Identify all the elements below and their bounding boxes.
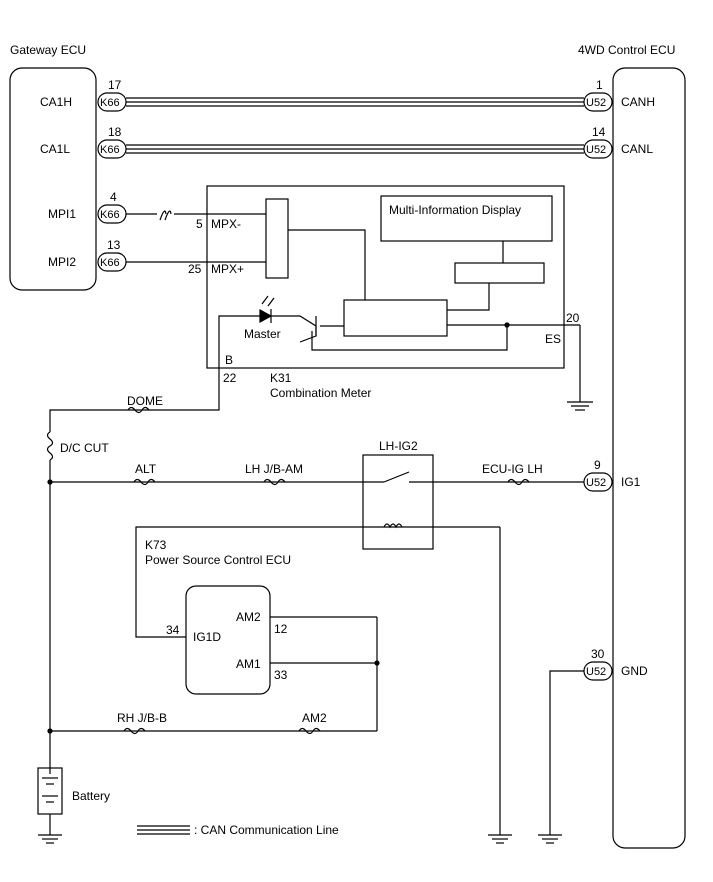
conn-gnd: U52 <box>586 666 606 678</box>
pin-canh-num: 1 <box>596 78 603 92</box>
pin-canh-name: CANH <box>621 95 655 109</box>
multi-info-display-box <box>380 195 553 242</box>
connector-u52-canl <box>583 139 613 159</box>
master-label: Master <box>244 327 281 341</box>
battery-box <box>37 767 63 815</box>
ig1d-label: IG1D <box>193 630 221 644</box>
conn-ca1h: K66 <box>100 97 120 109</box>
es-label: ES <box>545 332 561 346</box>
can-line-h <box>126 97 584 107</box>
pin-ig1-num: 9 <box>594 458 601 472</box>
am2-fuse-label: AM2 <box>302 711 327 725</box>
am2-pin-num: 12 <box>274 622 288 636</box>
lh-jb-am-label: LH J/B-AM <box>245 462 303 476</box>
b-num: 22 <box>223 371 237 385</box>
alt-fuse <box>133 478 156 486</box>
connector-u52-gnd <box>583 661 613 681</box>
rh-jb-b-label: RH J/B-B <box>117 711 167 725</box>
pin-mpi1-name: MPI1 <box>48 207 76 221</box>
am1-pin-num: 33 <box>274 668 288 682</box>
dc-cut-fuse <box>46 431 54 461</box>
gateway-ecu-label: Gateway ECU <box>10 43 86 57</box>
conn-ca1l: K66 <box>100 144 120 156</box>
power-ecu-code: K73 <box>145 538 167 552</box>
conn-canl: U52 <box>586 144 606 156</box>
meter-name: Combination Meter <box>270 386 371 400</box>
meter-code: K31 <box>270 371 292 385</box>
battery-label: Battery <box>72 789 110 803</box>
dome-fuse <box>127 406 150 414</box>
lh-jb-am-fuse <box>263 478 286 486</box>
meter-block-main <box>343 299 448 337</box>
connector-k66-mpi1 <box>97 204 127 224</box>
connector-u52-canh <box>583 92 613 112</box>
conn-canh: U52 <box>586 97 606 109</box>
lh-ig2-label: LH-IG2 <box>379 439 418 453</box>
dome-fuse-label: DOME <box>127 394 163 408</box>
am2-fuse <box>298 727 321 735</box>
am1-pin-label: AM1 <box>236 657 261 671</box>
lh-ig2-relay <box>362 454 434 550</box>
meter-block-small <box>454 262 545 284</box>
ecu-ig-lh-fuse <box>507 478 530 486</box>
pin-mpi2-name: MPI2 <box>48 255 76 269</box>
pin-mpi1-num: 4 <box>110 190 117 204</box>
gateway-ecu-body <box>9 67 97 291</box>
can-line-l <box>126 144 584 154</box>
pin-ca1l-num: 18 <box>108 125 122 139</box>
master-led <box>259 308 273 324</box>
ecu-ig-lh-label: ECU-IG LH <box>482 462 543 476</box>
legend-text: : CAN Communication Line <box>194 823 339 837</box>
power-ecu-name: Power Source Control ECU <box>145 553 291 567</box>
conn-ig1: U52 <box>586 477 606 489</box>
mpx-block <box>265 198 289 279</box>
combination-meter-box <box>206 185 565 369</box>
dc-cut-label: D/C CUT <box>60 441 109 455</box>
fwd-control-ecu-label: 4WD Control ECU <box>578 43 675 57</box>
mpx-plus-label: MPX+ <box>211 262 244 276</box>
conn-mpi1: K66 <box>100 209 120 221</box>
mpx-minus-num: 5 <box>196 217 203 231</box>
connector-k66-mpi2 <box>97 252 127 272</box>
pin-ig1-name: IG1 <box>621 475 641 489</box>
alt-fuse-label: ALT <box>135 462 157 476</box>
connector-k66-ca1h <box>97 92 127 112</box>
multi-info-display-label: Multi-Information Display <box>389 203 521 217</box>
es-num: 20 <box>566 311 580 325</box>
mpx-plus-num: 25 <box>188 262 202 276</box>
pin-gnd-name: GND <box>621 664 648 678</box>
pin-canl-num: 14 <box>592 125 606 139</box>
fwd-control-ecu-body <box>612 67 686 849</box>
conn-mpi2: K66 <box>100 257 120 269</box>
pin-ca1l-name: CA1L <box>40 142 70 156</box>
pin-ca1h-name: CA1H <box>40 95 72 109</box>
pin-canl-name: CANL <box>621 142 653 156</box>
connector-u52-ig1 <box>583 472 613 492</box>
am2-pin-label: AM2 <box>236 610 261 624</box>
pin-gnd-num: 30 <box>591 647 605 661</box>
connector-k66-ca1l <box>97 139 127 159</box>
b-label: B <box>225 353 233 367</box>
ig1d-num: 34 <box>166 623 180 637</box>
mpx-minus-label: MPX- <box>211 217 241 231</box>
rh-jb-b-fuse <box>123 727 146 735</box>
power-source-ecu-box <box>185 585 271 695</box>
pin-mpi2-num: 13 <box>107 238 121 252</box>
pin-ca1h-num: 17 <box>108 78 122 92</box>
